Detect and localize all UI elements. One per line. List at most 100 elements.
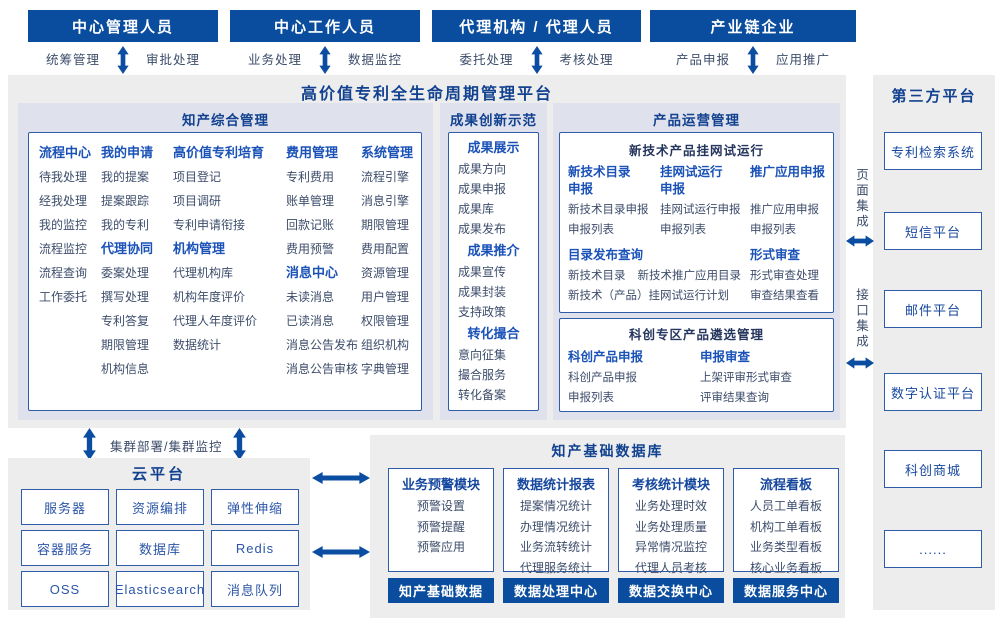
section-header: 目录发布查询 xyxy=(568,248,644,262)
menu-column: 系统管理 流程引擎 消息引擎 期限管理 费用配置 资源管理 用户管理 权限管理 … xyxy=(361,141,423,381)
third-party-box-patent-search: 专利检索系统 xyxy=(884,132,982,170)
menu-item: 申报列表 xyxy=(568,392,614,404)
menu-item: 专利答复 xyxy=(101,314,150,328)
actor-group-agencies: 代理机构 / 代理人员 委托处理 考核处理 xyxy=(432,10,641,74)
menu-item: 代理机构库 xyxy=(173,266,234,280)
cloud-box-redis: Redis xyxy=(211,530,299,566)
double-arrow-horizontal-icon xyxy=(312,472,370,484)
menu-column: 费用管理 专利费用 账单管理 回款记账 费用预警 消息中心 未读消息 已读消息 … xyxy=(286,141,361,381)
double-arrow-vertical-icon xyxy=(530,46,543,74)
menu-column: 推广应用申报 推广应用申报 申报列表 xyxy=(750,164,833,240)
third-party-box-digital-cert: 数字认证平台 xyxy=(884,373,982,411)
menu-item: 消息公告审核 xyxy=(286,362,359,376)
section-header: 转化撮合 xyxy=(467,326,520,341)
menu-item: 成果封装 xyxy=(458,285,507,299)
menu-item: 上架评审形式审查 xyxy=(700,372,792,384)
module-item: 业务处理时效 xyxy=(634,499,707,513)
menu-item: 项目调研 xyxy=(173,194,222,208)
platform-panel: 高价值专利全生命周期管理平台 知产综合管理 流程中心 待我处理 经我处理 我的监… xyxy=(8,75,846,428)
double-arrow-vertical-icon xyxy=(747,46,759,74)
section-header: 高价值专利培育 xyxy=(173,145,265,160)
section-header: 科创产品申报 xyxy=(568,350,644,364)
menu-item: 消息公告发布 xyxy=(286,338,359,352)
menu-item: 新技术目录 xyxy=(568,270,626,282)
menu-item: 流程查询 xyxy=(39,266,88,280)
menu-item: 申报列表 xyxy=(568,224,614,236)
db-module-alert: 业务预警模块 预警设置 预警提醒 预警应用 知产基础数据 xyxy=(388,468,494,603)
menu-item: 成果方向 xyxy=(458,162,507,176)
menu-item: 待我处理 xyxy=(39,170,88,184)
menu-item: 组织机构 xyxy=(361,338,410,352)
section-header: 申报审查 xyxy=(700,350,751,364)
menu-item: 成果申报 xyxy=(458,182,507,196)
menu-item: 期限管理 xyxy=(101,338,150,352)
actor-label-left: 业务处理 xyxy=(247,53,302,67)
menu-item: 挂网试运行申报 xyxy=(660,204,741,216)
cloud-platform-panel: 云平台 服务器 资源编排 弹性伸缩 容器服务 数据库 Redis OSS Ela… xyxy=(8,458,310,610)
module-item: 办理情况统计 xyxy=(519,519,592,534)
panel-ip-management: 知产综合管理 流程中心 待我处理 经我处理 我的监控 流程监控 流程查询 工作委… xyxy=(18,103,433,420)
menu-item: 推广应用申报 xyxy=(750,204,819,216)
section-header: 成果推介 xyxy=(467,243,520,258)
module-item: 业务处理质量 xyxy=(634,519,707,534)
menu-item: 成果发布 xyxy=(458,222,507,236)
panel-achievement-demo: 成果创新示范 成果展示 成果方向 成果申报 成果库 成果发布 成果推介 成果宣传… xyxy=(440,103,547,420)
menu-item: 审查结果查看 xyxy=(750,290,819,302)
double-arrow-vertical-icon xyxy=(117,46,129,74)
double-arrow-horizontal-icon xyxy=(846,357,874,369)
review-section: 形式审查 形式审查处理 审查结果查看 xyxy=(750,244,819,306)
cloud-box-autoscaling: 弹性伸缩 xyxy=(211,489,299,525)
module-item: 预警设置 xyxy=(416,499,465,513)
module-footer: 数据服务中心 xyxy=(733,578,839,603)
module-item: 人员工单看板 xyxy=(749,499,822,513)
menu-item: 我的提案 xyxy=(101,170,150,184)
menu-item: 评审结果查询 xyxy=(700,392,769,404)
menu-item: 费用配置 xyxy=(361,242,410,256)
menu-item: 权限管理 xyxy=(361,314,410,328)
actor-label-left: 统筹管理 xyxy=(45,53,100,67)
third-party-title: 第三方平台 xyxy=(891,88,977,105)
menu-item: 已读消息 xyxy=(286,314,335,328)
module-item: 机构工单看板 xyxy=(749,519,822,534)
menu-column: 挂网试运行申报 挂网试运行申报 申报列表 xyxy=(660,164,750,240)
menu-item: 委案处理 xyxy=(101,266,150,280)
cloud-box-orchestration: 资源编排 xyxy=(116,489,204,525)
db-module-process-board: 流程看板 人员工单看板 机构工单看板 业务类型看板 核心业务看板 数据服务中心 xyxy=(733,468,839,603)
platform-title: 高价值专利全生命周期管理平台 xyxy=(300,86,553,103)
subbox-title: 科创专区产品遴选管理 xyxy=(628,328,764,342)
menu-item: 专利申请衔接 xyxy=(173,218,246,232)
menu-column: 申报审查 上架评审形式审查 评审结果查询 xyxy=(700,346,833,408)
module-item: 代理服务统计 xyxy=(519,560,592,575)
third-party-box-sci-mall: 科创商城 xyxy=(884,450,982,488)
actor-title: 中心工作人员 xyxy=(230,10,420,42)
cloud-box-database: 数据库 xyxy=(116,530,204,566)
section-header: 代理协同 xyxy=(101,241,154,256)
interface-integration-label: 接口集成 xyxy=(854,288,868,350)
module-footer: 知产基础数据 xyxy=(388,578,494,603)
menu-item: 数据统计 xyxy=(173,338,222,352)
actor-label-right: 应用推广 xyxy=(776,53,831,67)
section-header: 新技术目录申报 xyxy=(568,165,631,196)
menu-item: 撰写处理 xyxy=(101,290,150,304)
actor-title: 产业链企业 xyxy=(650,10,856,42)
actor-label-left: 委托处理 xyxy=(459,53,514,67)
double-arrow-vertical-icon xyxy=(83,428,96,460)
panel-ip-management-box: 流程中心 待我处理 经我处理 我的监控 流程监控 流程查询 工作委托 我的申请 … xyxy=(28,132,422,411)
menu-item: 提案跟踪 xyxy=(101,194,150,208)
section-header: 机构管理 xyxy=(173,241,226,256)
menu-item: 机构年度评价 xyxy=(173,290,246,304)
section-header: 系统管理 xyxy=(361,145,414,160)
menu-item: 科创产品申报 xyxy=(568,372,637,384)
cluster-label: 集群部署/集群监控 xyxy=(110,440,223,454)
menu-item: 撮合服务 xyxy=(458,368,507,382)
cloud-box-container: 容器服务 xyxy=(21,530,109,566)
actor-group-industry-chain: 产业链企业 产品申报 应用推广 xyxy=(650,10,856,74)
section-header: 费用管理 xyxy=(286,145,339,160)
menu-column: 高价值专利培育 项目登记 项目调研 专利申请衔接 机构管理 代理机构库 机构年度… xyxy=(173,141,286,381)
box-sci-innovation-selection: 科创专区产品遴选管理 科创产品申报 科创产品申报 申报列表 申报审查 上架评审形… xyxy=(559,318,834,412)
menu-item: 成果宣传 xyxy=(458,265,507,279)
box-new-tech-trial: 新技术产品挂网试运行 新技术目录申报 新技术目录申报 申报列表 挂网试运行申报 … xyxy=(559,132,834,313)
menu-item: 专利费用 xyxy=(286,170,335,184)
module-item: 预警提醒 xyxy=(416,519,465,534)
